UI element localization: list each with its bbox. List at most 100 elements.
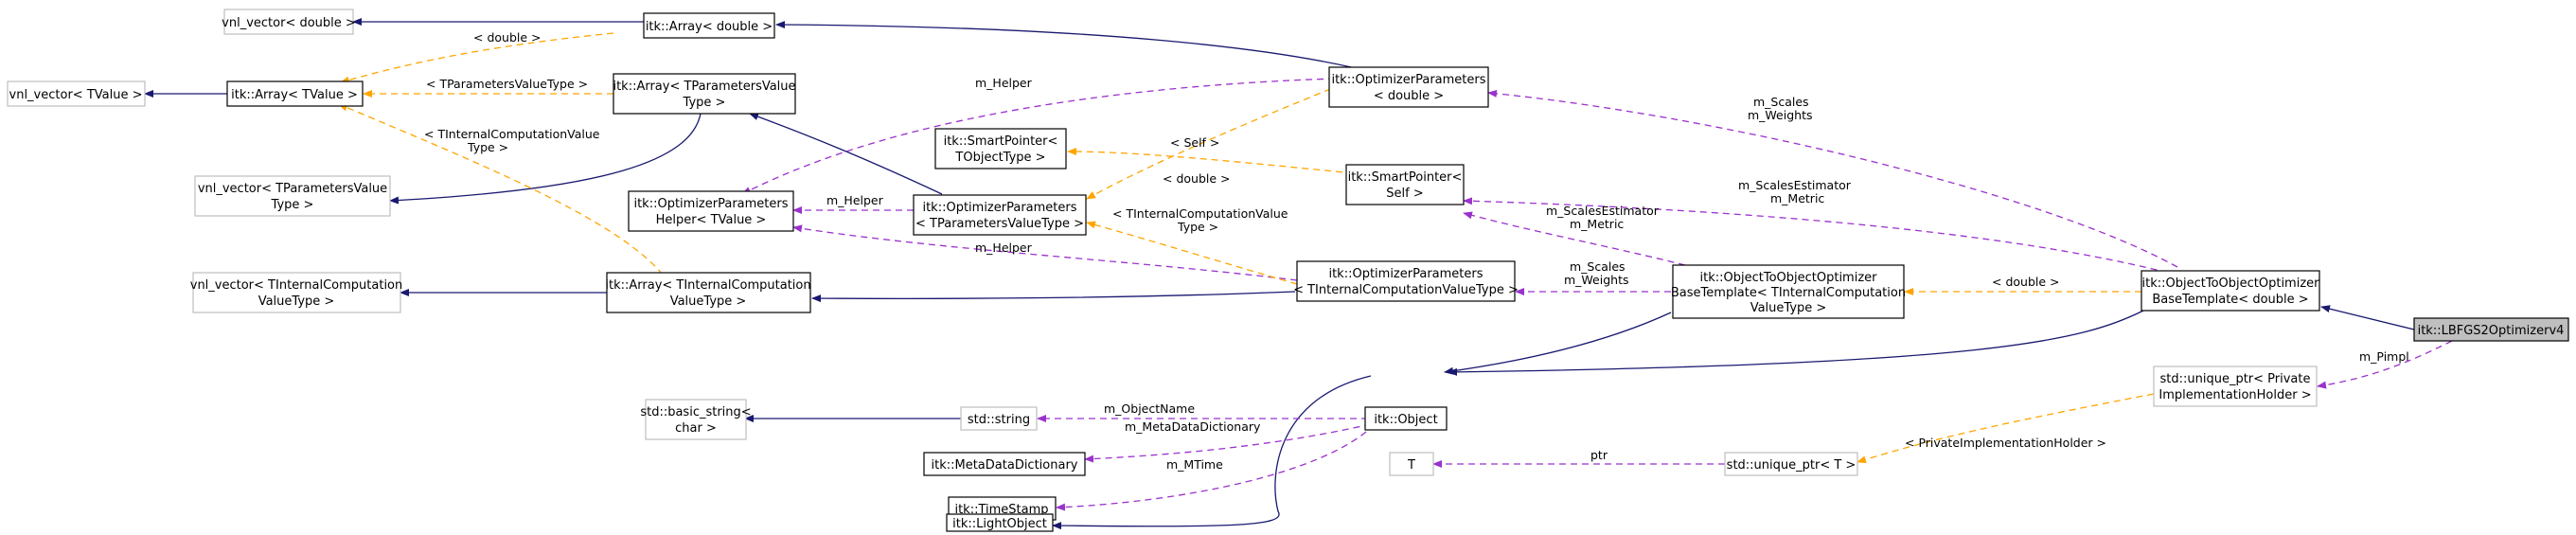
node-itk-array-double[interactable]: itk::Array< double >: [643, 12, 775, 39]
svg-text:itk::MetaDataDictionary: itk::MetaDataDictionary: [932, 458, 1078, 473]
svg-text:itk::SmartPointer<: itk::SmartPointer<: [944, 134, 1058, 149]
label-m-weights-1: m_Weights: [1748, 108, 1813, 122]
svg-text:std::unique_ptr< Private: std::unique_ptr< Private: [2159, 372, 2310, 386]
svg-text:itk::Array< TInternalComputati: itk::Array< TInternalComputation: [605, 278, 810, 293]
svg-text:BaseTemplate< TInternalComputa: BaseTemplate< TInternalComputation: [1671, 286, 1906, 300]
label-self: < Self >: [1170, 135, 1219, 150]
edge-itk-object-to-lightobject: [1052, 375, 1372, 530]
svg-text:itk::LBFGS2Optimizerv4: itk::LBFGS2Optimizerv4: [2418, 324, 2565, 338]
label-m-helper-1: m_Helper: [975, 76, 1033, 90]
label-m-metric-1: m_Metric: [1770, 191, 1824, 205]
svg-text:vnl_vector< TParametersValue: vnl_vector< TParametersValue: [198, 182, 387, 196]
label-m-metadata-dictionary: m_MetaDataDictionary: [1125, 419, 1261, 434]
svg-text:< TParametersValueType >: < TParametersValueType >: [915, 217, 1084, 231]
node-smartpointer-tobjecttype[interactable]: itk::SmartPointer< TObjectType >: [934, 128, 1067, 169]
svg-text:< TInternalComputationValueTyp: < TInternalComputationValueType >: [1293, 283, 1519, 297]
edge-tmpl-array-tic: [338, 103, 664, 276]
svg-text:Type >: Type >: [683, 96, 726, 110]
edge-m-metadata-dictionary: [1084, 423, 1372, 463]
svg-text:< double >: < double >: [1374, 89, 1444, 103]
edge-tmpl-array-double: [340, 32, 614, 84]
svg-text:itk::OptimizerParameters: itk::OptimizerParameters: [922, 201, 1076, 215]
svg-text:itk::Array< double >: itk::Array< double >: [646, 20, 773, 34]
svg-text:itk::OptimizerParameters: itk::OptimizerParameters: [633, 197, 788, 211]
node-o2o-base-template-double[interactable]: itk::ObjectToObjectOptimizer BaseTemplat…: [2141, 270, 2320, 312]
edge-tmpl-unique-ptr: [1856, 393, 2155, 464]
node-vnl-vector-tinternal-computation[interactable]: vnl_vector< TInternalComputation ValueTy…: [190, 272, 403, 313]
edge-optparam-double-to-array-double: [775, 21, 1376, 74]
svg-text:itk::LightObject: itk::LightObject: [952, 517, 1047, 531]
edge-m-helper-optparam-tic: [792, 224, 1298, 281]
svg-text:T: T: [1407, 458, 1415, 473]
edge-scales-estimator-metric-o2o-double: [1463, 197, 2169, 274]
node-smartpointer-self[interactable]: itk::SmartPointer< Self >: [1345, 164, 1465, 205]
svg-text:itk::OptimizerParameters: itk::OptimizerParameters: [1328, 267, 1483, 281]
node-std-string[interactable]: std::string: [960, 406, 1038, 431]
svg-text:vnl_vector< TInternalComputati: vnl_vector< TInternalComputation: [190, 278, 403, 293]
svg-text:itk::SmartPointer<: itk::SmartPointer<: [1348, 170, 1463, 185]
node-itk-array-tvalue[interactable]: itk::Array< TValue >: [226, 80, 364, 107]
label-tic-value-3: < TInternalComputationValue: [1112, 206, 1288, 221]
label-m-metric-2: m_Metric: [1570, 217, 1624, 231]
svg-text:std::string: std::string: [968, 413, 1030, 427]
svg-text:ValueType >: ValueType >: [258, 294, 335, 309]
label-m-scales-1: m_Scales: [1753, 95, 1809, 109]
svg-text:vnl_vector< TValue >: vnl_vector< TValue >: [9, 88, 143, 102]
svg-text:itk::TimeStamp: itk::TimeStamp: [954, 503, 1048, 517]
svg-text:vnl_vector< double >: vnl_vector< double >: [222, 16, 356, 30]
node-optimizer-parameters-tparameters[interactable]: itk::OptimizerParameters < TParametersVa…: [913, 194, 1087, 236]
label-double-3: < double >: [1992, 275, 2060, 289]
edge-scales-estimator-metric-o2o-tic: [1463, 211, 1686, 266]
svg-text:itk::ObjectToObjectOptimizer: itk::ObjectToObjectOptimizer: [1700, 271, 1878, 285]
svg-text:Helper< TValue >: Helper< TValue >: [656, 213, 767, 227]
svg-text:Self >: Self >: [1386, 187, 1423, 201]
svg-text:std::basic_string<: std::basic_string<: [640, 405, 751, 419]
node-optimizer-parameters-helper[interactable]: itk::OptimizerParameters Helper< TValue …: [628, 190, 794, 232]
label-tic-value-2: Type >: [467, 140, 508, 154]
edge-array-tparam-to-vnl-tparam: [389, 113, 702, 205]
node-vnl-vector-tparameters-value-type[interactable]: vnl_vector< TParametersValue Type >: [194, 175, 391, 217]
label-m-helper-3: m_Helper: [975, 241, 1033, 255]
label-tic-value-4: Type >: [1177, 220, 1218, 234]
node-itk-array-tparameters-value-type[interactable]: itk::Array< TParametersValue Type >: [613, 73, 796, 115]
node-vnl-vector-tvalue[interactable]: vnl_vector< TValue >: [7, 80, 146, 107]
edge-tmpl-optparam-tic: [1086, 221, 1298, 285]
label-m-helper-2: m_Helper: [826, 193, 884, 207]
svg-text:ValueType >: ValueType >: [1750, 301, 1827, 315]
node-itk-lightobject[interactable]: itk::LightObject: [946, 513, 1054, 532]
svg-text:itk::ObjectToObjectOptimizer: itk::ObjectToObjectOptimizer: [2142, 276, 2320, 291]
edge-m-pimpl: [2317, 340, 2453, 389]
node-t[interactable]: T: [1389, 452, 1434, 476]
label-private-impl-holder: < PrivateImplementationHolder >: [1905, 436, 2106, 450]
svg-text:char >: char >: [675, 421, 717, 436]
node-std-basic-string[interactable]: std::basic_string< char >: [640, 399, 752, 440]
node-unique-ptr-t[interactable]: std::unique_ptr< T >: [1724, 452, 1858, 476]
label-m-scales-2: m_Scales: [1570, 259, 1626, 274]
label-m-scales-estimator-1: m_ScalesEstimator: [1738, 178, 1852, 192]
label-tic-value-1: < TInternalComputationValue: [424, 127, 600, 141]
svg-text:TObjectType >: TObjectType >: [954, 151, 1045, 165]
svg-text:itk::OptimizerParameters: itk::OptimizerParameters: [1331, 73, 1485, 87]
node-itk-array-tinternal-computation[interactable]: itk::Array< TInternalComputation ValueTy…: [605, 272, 811, 313]
label-m-mtime: m_MTime: [1166, 457, 1223, 472]
edge-optparam-tic-to-array-tic: [811, 291, 1296, 303]
edge-tmpl-smartptr: [1067, 148, 1355, 174]
node-lbfgs2-optimizer-v4[interactable]: itk::LBFGS2Optimizerv4: [2413, 317, 2569, 342]
edge-o2o-tic-to-itk-object: [1444, 312, 1672, 375]
label-m-weights-2: m_Weights: [1564, 273, 1629, 287]
node-o2o-base-template-tinternal[interactable]: itk::ObjectToObjectOptimizer BaseTemplat…: [1671, 264, 1906, 319]
node-vnl-vector-double[interactable]: vnl_vector< double >: [222, 9, 356, 35]
label-double-1: < double >: [473, 30, 542, 45]
svg-text:BaseTemplate< double >: BaseTemplate< double >: [2152, 293, 2308, 307]
svg-text:std::unique_ptr< T >: std::unique_ptr< T >: [1727, 458, 1856, 473]
node-itk-object[interactable]: itk::Object: [1364, 406, 1448, 431]
label-tparam-value-type: < TParametersValueType >: [426, 77, 588, 91]
edge-o2o-double-to-itk-object: [1448, 310, 2144, 376]
node-itk-metadata-dictionary[interactable]: itk::MetaDataDictionary: [923, 452, 1086, 476]
label-double-2: < double >: [1163, 171, 1231, 186]
node-unique-ptr-private-impl[interactable]: std::unique_ptr< Private ImplementationH…: [2153, 366, 2318, 407]
node-optimizer-parameters-double[interactable]: itk::OptimizerParameters < double >: [1328, 66, 1489, 108]
node-optimizer-parameters-tinternal[interactable]: itk::OptimizerParameters < TInternalComp…: [1293, 260, 1519, 302]
label-m-scales-estimator-2: m_ScalesEstimator: [1546, 204, 1660, 218]
